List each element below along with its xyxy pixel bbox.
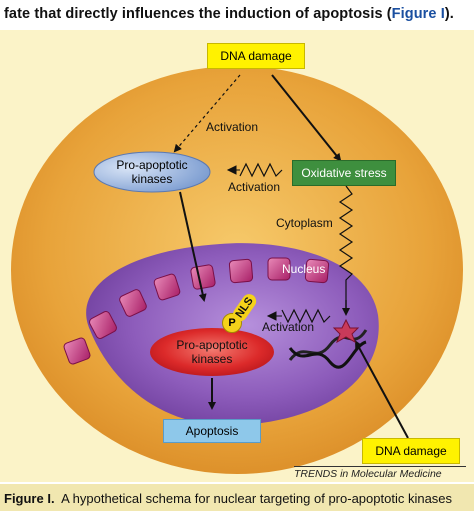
nuclear-pore xyxy=(89,311,117,339)
oxidative-stress-box: Oxidative stress xyxy=(292,160,396,186)
figure-credit: TRENDS in Molecular Medicine xyxy=(294,466,466,480)
dna-helix xyxy=(288,329,368,369)
cytoplasm-label: Cytoplasm xyxy=(276,216,333,230)
zigzag-nuclear-arrowhead xyxy=(266,311,282,321)
nuclear-pore xyxy=(190,264,216,290)
figure-link[interactable]: Figure I xyxy=(391,6,445,22)
nuclear-pore xyxy=(119,289,147,317)
caption-prefix: Figure I. xyxy=(4,491,55,506)
damage-star-icon xyxy=(332,318,360,344)
nuclear-pore xyxy=(153,273,181,301)
figure-caption: Figure I. A hypothetical schema for nucl… xyxy=(0,484,474,511)
nuclear-pore xyxy=(304,258,330,284)
arrow-dna-to-kinase xyxy=(173,74,241,153)
caption-text: A hypothetical schema for nuclear target… xyxy=(61,491,453,506)
nuclear-pore xyxy=(228,258,254,284)
dna-damage-top-box: DNA damage xyxy=(207,43,305,69)
kinase-nuclear xyxy=(150,328,274,376)
nuclear-pore xyxy=(267,257,291,281)
schema-diagram xyxy=(11,66,463,474)
activation-middle-label: Activation xyxy=(228,180,281,194)
kinase-cytoplasmic-label: Pro-apoptotic kinases xyxy=(116,158,188,186)
intro-text-main: fate that directly influences the induct… xyxy=(4,6,392,22)
zigzag-arrowhead xyxy=(226,165,240,175)
apoptosis-box: Apoptosis xyxy=(163,419,261,443)
nucleus-label: Nucleus xyxy=(282,262,326,276)
kinase-cytoplasmic xyxy=(93,151,211,193)
dna-damage-bottom-box: DNA damage xyxy=(362,438,460,464)
nuclear-pores xyxy=(63,257,330,365)
arrow-dna-bottom xyxy=(355,340,409,439)
nuclear-pore xyxy=(63,337,91,365)
arrow-dna-to-oxidative xyxy=(271,74,342,162)
intro-text: fate that directly influences the induct… xyxy=(4,6,454,22)
zigzag-vertical xyxy=(338,185,354,300)
activation-nuclear-label: Activation xyxy=(262,320,315,334)
arrow-kinase-to-nucleus xyxy=(179,191,207,302)
kinase-nuclear-label: Pro-apoptotic kinases xyxy=(176,338,248,366)
zigzag-nuclear xyxy=(281,308,331,324)
intro-text-end: ). xyxy=(444,6,454,22)
activation-upper-label: Activation xyxy=(206,120,259,134)
zigzag-oxidative-kinase xyxy=(239,162,283,178)
